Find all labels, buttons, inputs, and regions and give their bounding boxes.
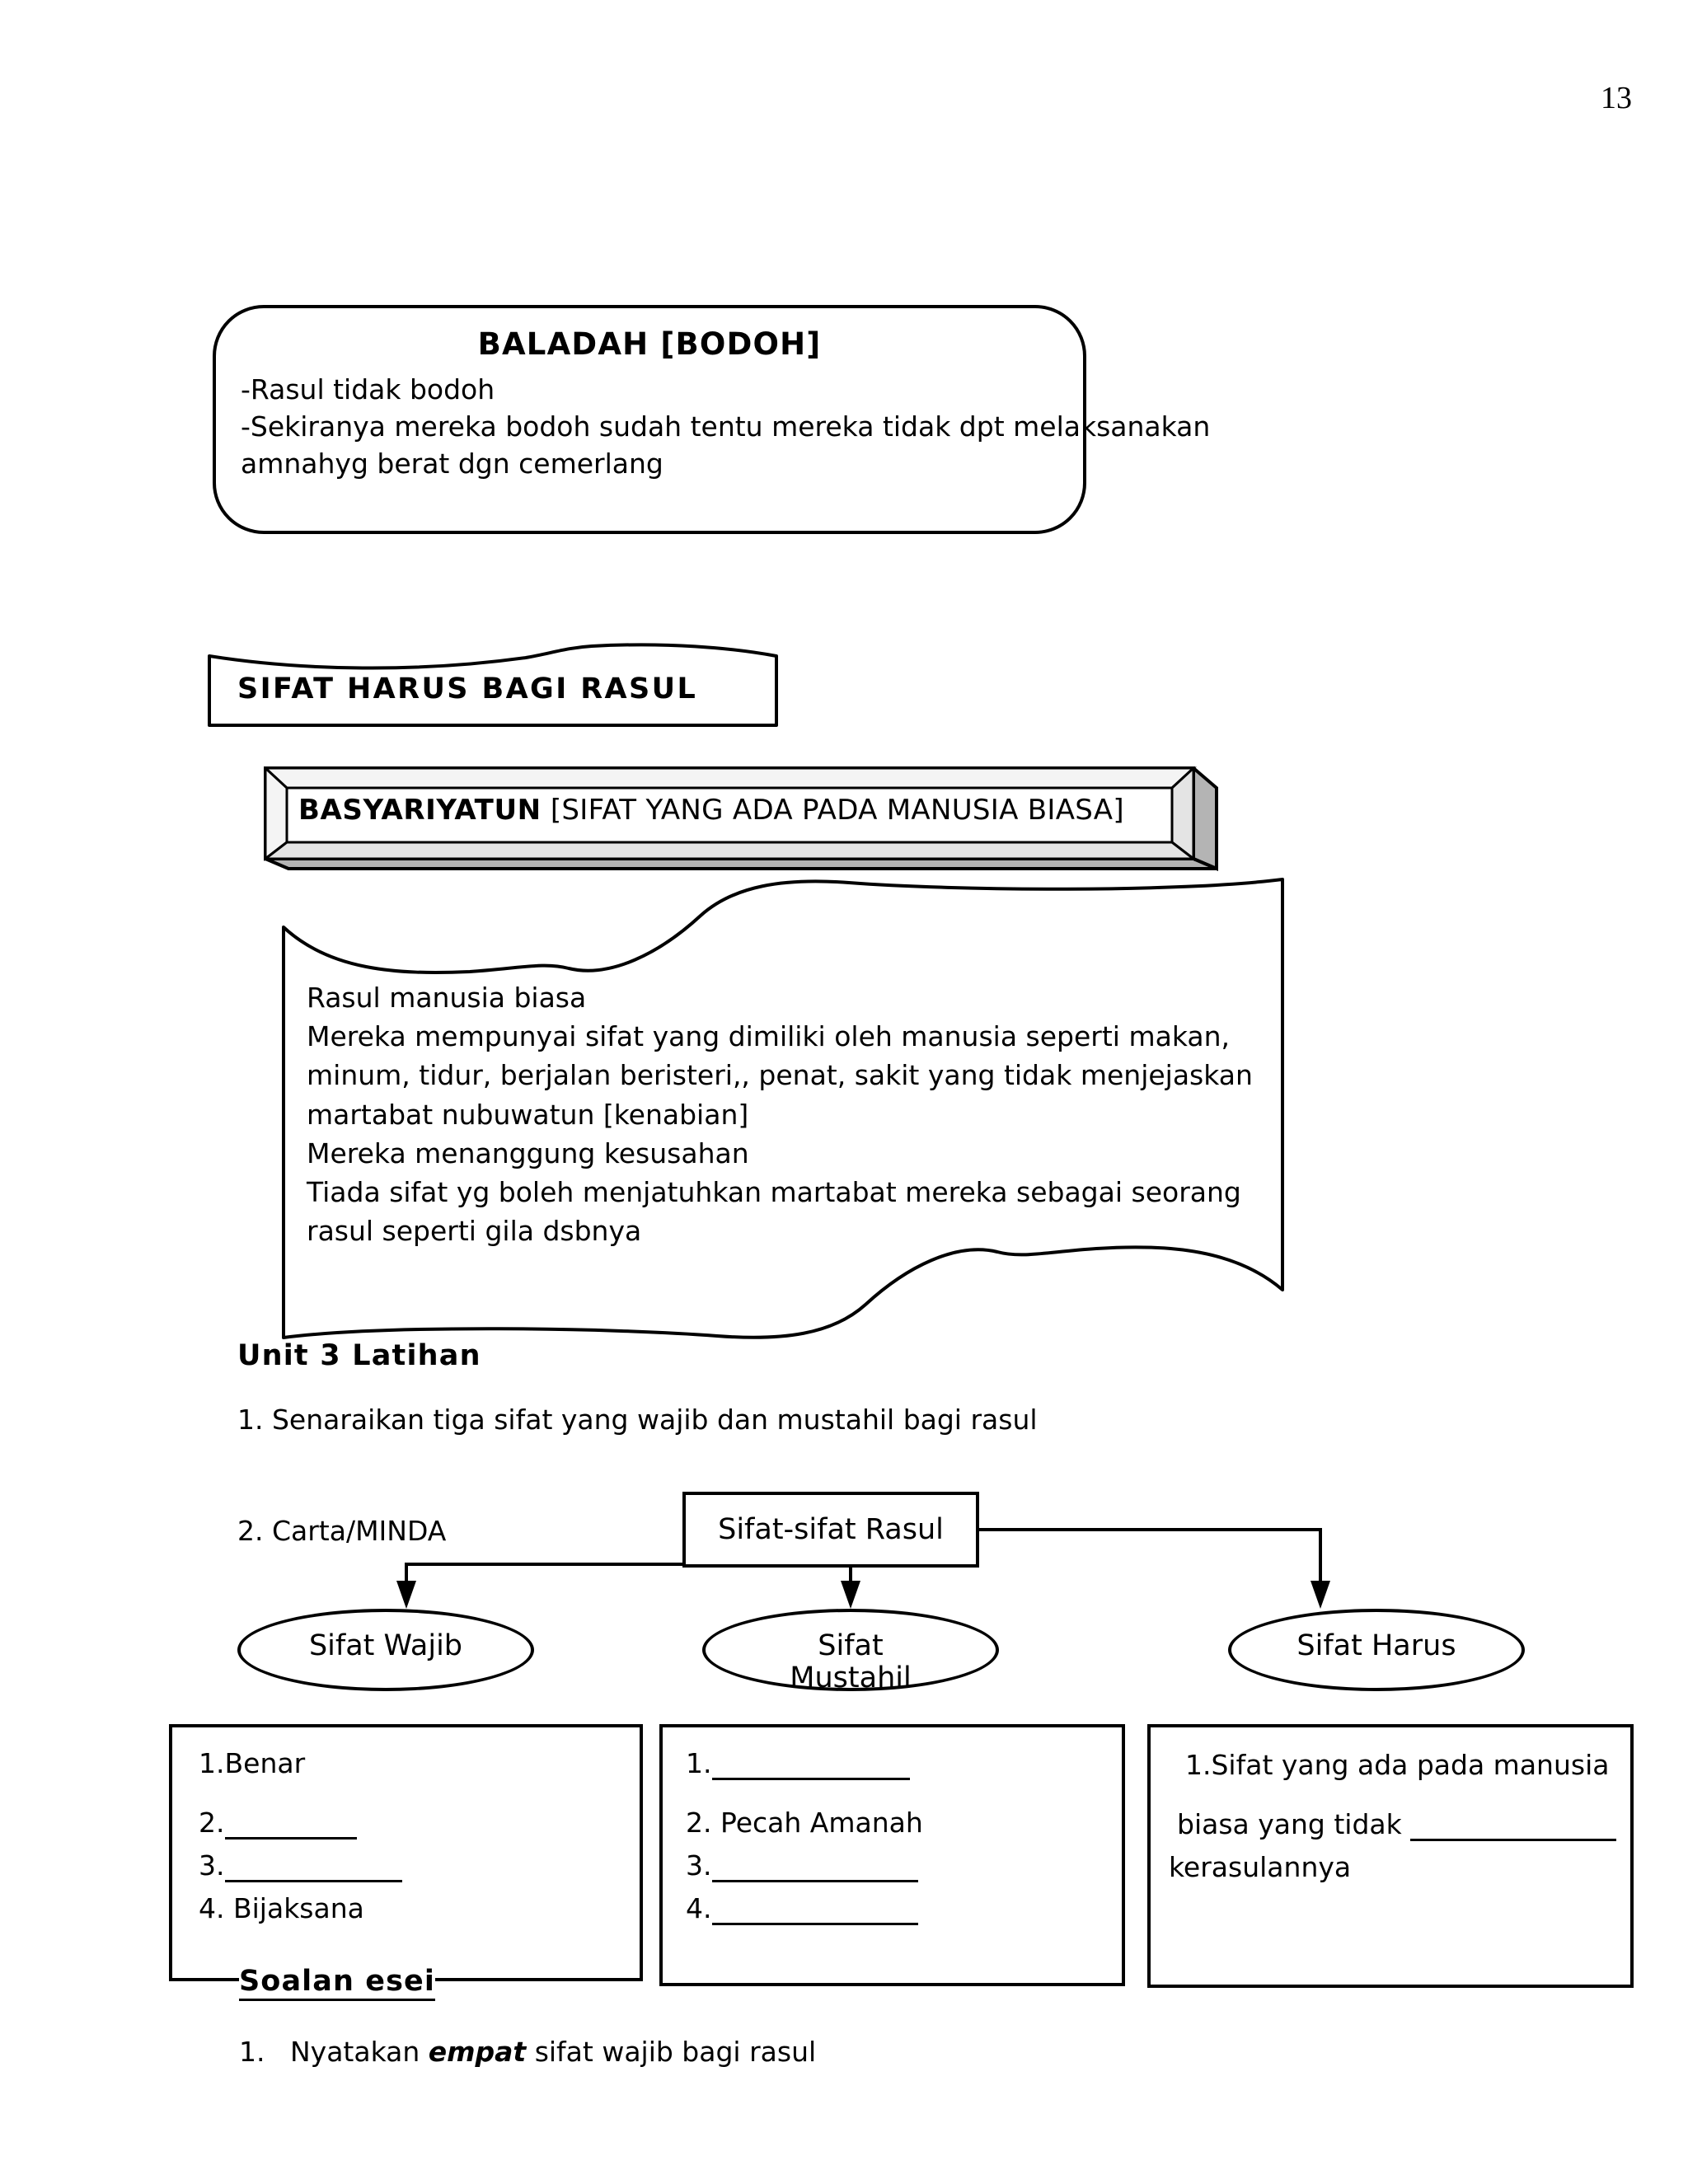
answer-item-text: biasa yang tidak (1177, 1808, 1411, 1840)
exercise-question-2-label: 2. Carta/MINDA (237, 1515, 447, 1547)
mind-map-node-sifat-mustahil: Sifat Mustahil (702, 1609, 999, 1695)
answer-blank-line[interactable] (711, 1750, 910, 1781)
detail-line-1: Rasul manusia biasa (307, 982, 587, 1014)
node-label-line-1: Sifat Wajib (308, 1629, 463, 1662)
answer-item: 2. Pecah Amanah (686, 1807, 923, 1839)
detail-line-4: martabat nubuwatun [kenabian] (307, 1098, 749, 1131)
answer-item-number: 1. (686, 1747, 712, 1779)
essay-text-before: Nyatakan (290, 2036, 429, 2068)
mind-map-root-label: Sifat-sifat Rasul (718, 1513, 944, 1546)
page-number: 13 (1601, 81, 1632, 115)
baladah-box-lines: -Rasul tidak bodoh -Sekiranya mereka bod… (241, 371, 1211, 483)
answer-item: 1. (686, 1747, 910, 1781)
answer-item: 3. (686, 1849, 918, 1883)
essay-text-after: sifat wajib bagi rasul (526, 2036, 817, 2068)
detail-line-7: rasul seperti gila dsbnya (307, 1215, 642, 1248)
answer-blank-line[interactable] (1410, 1811, 1617, 1842)
answer-item-text: Bijaksana (224, 1892, 364, 1924)
answer-item-number: 2. (686, 1807, 712, 1839)
answer-item-text: Benar (224, 1747, 306, 1779)
basyariyatun-term: BASYARIYATUN (298, 794, 542, 827)
answer-blank-line[interactable] (711, 1852, 918, 1883)
answer-item: 2. (199, 1807, 357, 1840)
essay-question-number: 1. (239, 2036, 265, 2068)
answer-item: 1.Benar (199, 1747, 305, 1779)
answer-box-sifat-harus: 1.Sifat yang ada pada manusia biasa yang… (1147, 1724, 1634, 1988)
answer-item-number: 2. (199, 1807, 225, 1839)
mind-map-root-node: Sifat-sifat Rasul (682, 1492, 979, 1568)
answer-item-number: 3. (686, 1849, 712, 1882)
answer-item: kerasulannya (1169, 1851, 1352, 1883)
detail-line-5: Mereka menanggung kesusahan (307, 1137, 749, 1169)
baladah-line-3: amnahyg berat dgn cemerlang (241, 448, 663, 480)
detail-line-6: Tiada sifat yg boleh menjatuhkan martaba… (307, 1175, 1241, 1208)
answer-box-sifat-mustahil: 1. 2. Pecah Amanah 3. 4. (659, 1724, 1125, 1986)
mind-map-node-label: Sifat Harus (1228, 1629, 1525, 1662)
basyariyatun-gloss: [SIFAT YANG ADA PADA MANUSIA BIASA] (541, 794, 1124, 827)
mind-map-node-sifat-harus: Sifat Harus (1228, 1609, 1525, 1691)
essay-question-1: 1. Nyatakan empat sifat wajib bagi rasul (239, 2036, 816, 2068)
answer-item-number: 4. (199, 1892, 225, 1924)
detail-line-3: minum, tidur, berjalan beristeri,, penat… (307, 1059, 1253, 1092)
ellipse-shape (1228, 1609, 1525, 1691)
basyariyatun-label: BASYARIYATUN [SIFAT YANG ADA PADA MANUSI… (298, 796, 1195, 824)
answer-blank-line[interactable] (224, 1809, 357, 1840)
detail-line-2: Mereka mempunyai sifat yang dimiliki ole… (307, 1020, 1230, 1053)
mind-map-node-label: Sifat Mustahil (702, 1629, 999, 1695)
node-label-line-1: Sifat Harus (1296, 1629, 1456, 1662)
mind-map-node-sifat-wajib: Sifat Wajib (237, 1609, 534, 1691)
sifat-harus-banner-label: SIFAT HARUS BAGI RASUL (237, 673, 698, 705)
baladah-line-1: -Rasul tidak bodoh (241, 373, 495, 405)
baladah-line-2: -Sekiranya mereka bodoh sudah tentu mere… (241, 410, 1211, 443)
soalan-esei-heading: Soalan esei (239, 1965, 435, 2001)
unit-heading: Unit 3 Latihan (237, 1339, 481, 1372)
essay-emphasis: empat (428, 2036, 527, 2068)
answer-item-number: 3. (199, 1849, 225, 1882)
sifat-harus-banner: SIFAT HARUS BAGI RASUL (204, 643, 781, 727)
basyariyatun-detail-box: Rasul manusia biasa Mereka mempunyai sif… (272, 878, 1294, 1339)
answer-item: biasa yang tidak (1177, 1808, 1617, 1842)
answer-item-number: 1. (199, 1747, 225, 1779)
ellipse-shape (702, 1609, 999, 1691)
answer-item-number: 4. (686, 1892, 712, 1924)
answer-box-sifat-wajib: 1.Benar 2. 3. 4. Bijaksana (169, 1724, 643, 1981)
mind-map-node-label: Sifat Wajib (237, 1629, 534, 1662)
answer-item: 3. (199, 1849, 402, 1883)
answer-item-text: Pecah Amanah (711, 1807, 923, 1839)
ellipse-shape (237, 1609, 534, 1691)
exercise-question-1: 1. Senaraikan tiga sifat yang wajib dan … (237, 1404, 1038, 1436)
answer-item: 4. Bijaksana (199, 1892, 364, 1924)
answer-blank-line[interactable] (224, 1852, 402, 1883)
baladah-box-title: BALADAH [BODOH] (477, 326, 822, 362)
answer-blank-line[interactable] (711, 1895, 918, 1926)
basyariyatun-box: BASYARIYATUN [SIFAT YANG ADA PADA MANUSI… (264, 766, 1220, 872)
basyariyatun-detail-lines: Rasul manusia biasa Mereka mempunyai sif… (307, 978, 1253, 1250)
node-label-line-2: Mustahil (790, 1661, 912, 1695)
answer-item: 4. (686, 1892, 918, 1926)
answer-item: 1.Sifat yang ada pada manusia (1185, 1749, 1610, 1781)
node-label-line-1: Sifat (818, 1629, 884, 1662)
baladah-box: BALADAH [BODOH] -Rasul tidak bodoh -Seki… (213, 305, 1211, 534)
